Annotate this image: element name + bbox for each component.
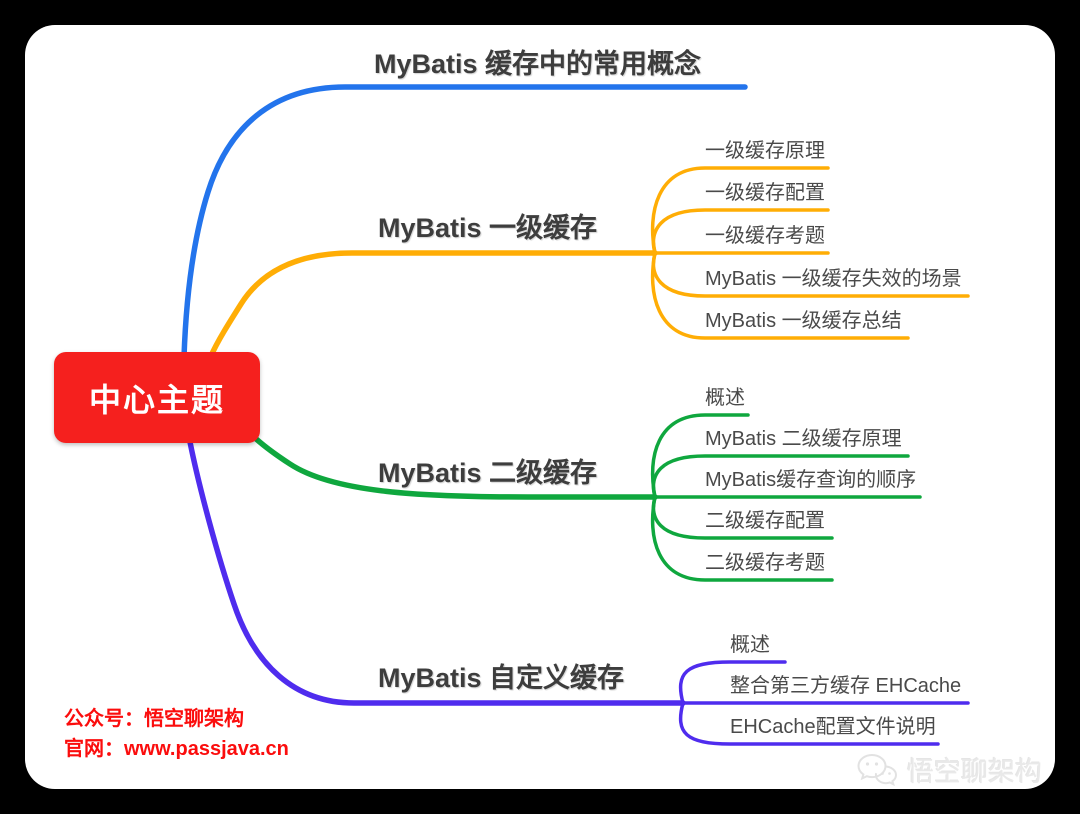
topic-l1-questions[interactable]: 一级缓存考题: [705, 225, 825, 247]
child-line-l2-1: [651, 454, 910, 499]
child-line-l1-4: [650, 251, 910, 340]
footer-promo: 公众号：悟空聊架构 官网：www.passjava.cn: [64, 704, 289, 764]
topic-custom-overview[interactable]: 概述: [730, 634, 770, 656]
topic-l1-config[interactable]: 一级缓存配置: [705, 182, 825, 204]
topic-l2-principle[interactable]: MyBatis 二级缓存原理: [705, 428, 902, 450]
topic-l1-principle[interactable]: 一级缓存原理: [705, 140, 825, 162]
topic-l2-config[interactable]: 二级缓存配置: [705, 510, 825, 532]
central-topic[interactable]: 中心主题: [54, 352, 260, 443]
topic-l2-questions[interactable]: 二级缓存考题: [705, 552, 825, 574]
branch-line-customcache: [187, 439, 686, 706]
branch-l1cache[interactable]: MyBatis 一级缓存: [378, 213, 598, 243]
child-line-custom-0: [678, 660, 787, 705]
topic-custom-ehcache[interactable]: 整合第三方缓存 EHCache: [730, 675, 962, 697]
topic-l2-query-order[interactable]: MyBatis缓存查询的顺序: [705, 469, 917, 491]
footer-wechat-account: 公众号：悟空聊架构: [64, 708, 244, 730]
branch-line-l1cache: [208, 250, 658, 359]
child-line-custom-2: [678, 701, 940, 746]
topic-l2-overview[interactable]: 概述: [705, 387, 745, 409]
topic-custom-ehcache-config[interactable]: EHCache配置文件说明: [730, 716, 936, 738]
child-line-l2-4: [650, 495, 834, 582]
watermark: 悟空聊架构: [855, 750, 1042, 789]
child-line-l1-1: [651, 208, 830, 255]
branch-line-l2cache: [243, 426, 658, 500]
watermark-label: 悟空聊架构: [907, 757, 1042, 787]
topic-l1-invalidation[interactable]: MyBatis 一级缓存失效的场景: [705, 268, 962, 290]
branch-line-concepts: [181, 84, 748, 360]
topic-l1-summary[interactable]: MyBatis 一级缓存总结: [705, 310, 902, 332]
footer-website: 官网：www.passjava.cn: [64, 738, 289, 760]
branch-customcache[interactable]: MyBatis 自定义缓存: [378, 663, 625, 693]
branch-l2cache[interactable]: MyBatis 二级缓存: [378, 458, 598, 488]
branch-concepts[interactable]: MyBatis 缓存中的常用概念: [374, 49, 702, 79]
wechat-icon: [857, 753, 898, 786]
